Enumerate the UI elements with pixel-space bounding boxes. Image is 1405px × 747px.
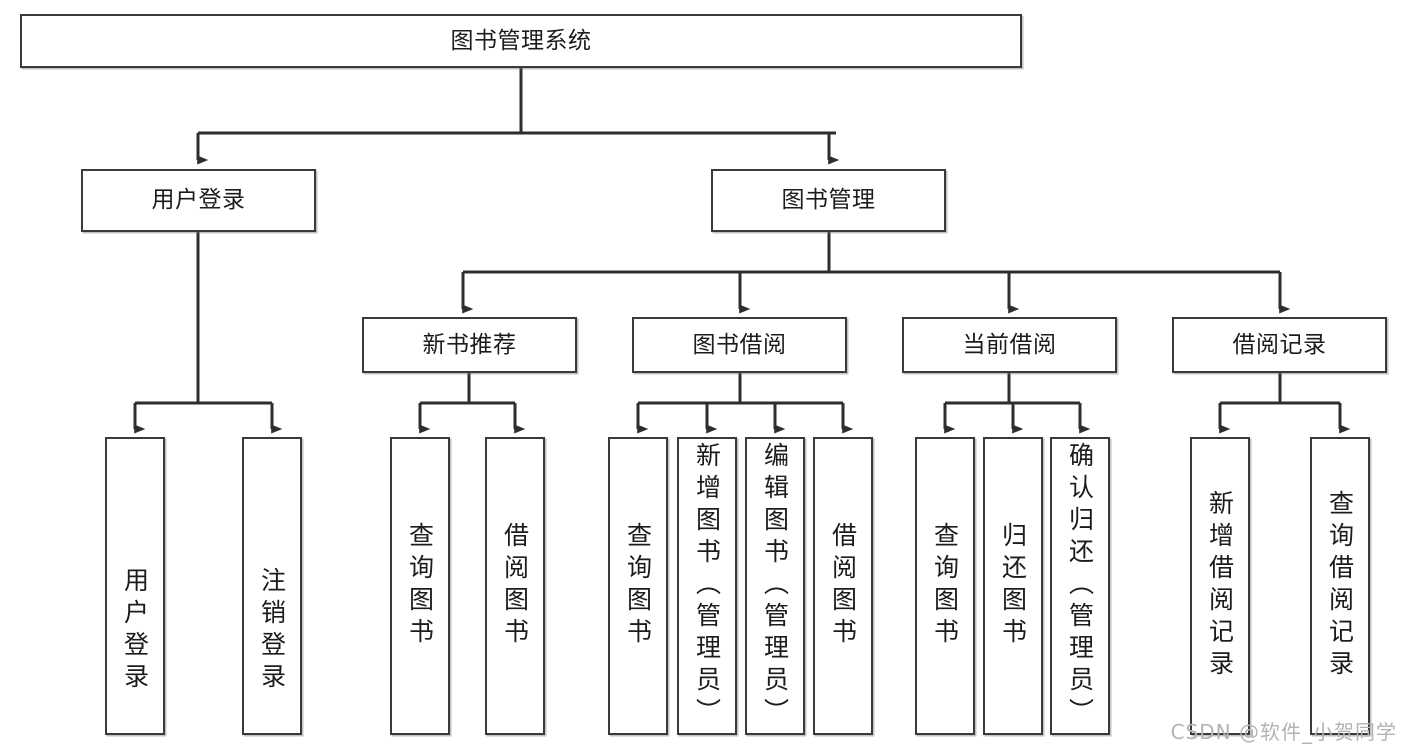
node-leaf-logout[interactable]: 注销登录 (242, 437, 302, 735)
node-leaf-query-borrow-record[interactable]: 查询借阅记录 (1310, 437, 1370, 735)
node-book-management-label: 图书管理 (781, 187, 876, 214)
node-leaf-confirm-return[interactable]: 确认归还（管理员） (1050, 437, 1110, 735)
node-leaf-logout-label: 注销登录 (257, 567, 287, 695)
node-leaf-query-book-c-label: 查询图书 (930, 522, 960, 650)
node-leaf-user-login[interactable]: 用户登录 (105, 437, 165, 735)
node-leaf-add-book-label: 新增图书（管理员） (692, 442, 722, 730)
node-leaf-user-login-label: 用户登录 (120, 567, 150, 695)
node-leaf-query-book-b-label: 查询图书 (623, 522, 653, 650)
node-leaf-add-borrow-record[interactable]: 新增借阅记录 (1190, 437, 1250, 735)
node-leaf-query-book-a[interactable]: 查询图书 (390, 437, 450, 735)
node-borrow-records-label: 借阅记录 (1232, 331, 1327, 358)
node-root[interactable]: 图书管理系统 (20, 14, 1022, 68)
node-leaf-query-book-c[interactable]: 查询图书 (915, 437, 975, 735)
node-leaf-query-book-a-label: 查询图书 (405, 522, 435, 650)
node-leaf-edit-book[interactable]: 编辑图书（管理员） (745, 437, 805, 735)
node-book-borrow[interactable]: 图书借阅 (632, 317, 847, 373)
node-user-login-label: 用户登录 (151, 187, 246, 214)
node-leaf-borrow-book-a-label: 借阅图书 (500, 522, 530, 650)
node-current-borrow[interactable]: 当前借阅 (902, 317, 1117, 373)
watermark: CSDN @软件_小贺同学 (1170, 720, 1397, 744)
node-new-book-recommend-label: 新书推荐 (422, 331, 517, 358)
node-leaf-confirm-return-label: 确认归还（管理员） (1065, 442, 1095, 730)
node-book-borrow-label: 图书借阅 (692, 331, 787, 358)
node-leaf-edit-book-label: 编辑图书（管理员） (760, 442, 790, 730)
node-leaf-add-borrow-record-label: 新增借阅记录 (1205, 490, 1235, 682)
node-root-label: 图书管理系统 (450, 27, 592, 54)
node-current-borrow-label: 当前借阅 (962, 331, 1057, 358)
node-leaf-add-book[interactable]: 新增图书（管理员） (677, 437, 737, 735)
node-leaf-query-book-b[interactable]: 查询图书 (608, 437, 668, 735)
node-leaf-return-book-label: 归还图书 (998, 522, 1028, 650)
node-leaf-borrow-book-b[interactable]: 借阅图书 (813, 437, 873, 735)
node-user-login[interactable]: 用户登录 (81, 169, 316, 232)
node-leaf-return-book[interactable]: 归还图书 (983, 437, 1043, 735)
node-leaf-borrow-book-b-label: 借阅图书 (828, 522, 858, 650)
node-new-book-recommend[interactable]: 新书推荐 (362, 317, 577, 373)
node-book-management[interactable]: 图书管理 (711, 169, 946, 232)
node-leaf-borrow-book-a[interactable]: 借阅图书 (485, 437, 545, 735)
node-leaf-query-borrow-record-label: 查询借阅记录 (1325, 490, 1355, 682)
node-borrow-records[interactable]: 借阅记录 (1172, 317, 1387, 373)
